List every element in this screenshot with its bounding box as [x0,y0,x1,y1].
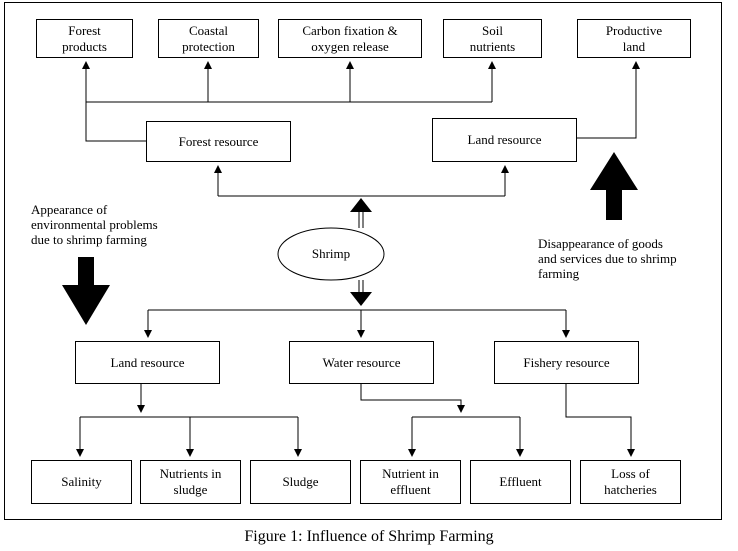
box-water-resource: Water resource [289,341,434,384]
box-carbon-fixation: Carbon fixation & oxygen release [278,19,422,58]
box-forest-products: Forest products [36,19,133,58]
big-up-arrow-icon [590,152,638,220]
shrimp-label: Shrimp [311,246,351,261]
box-nutrients-in-sludge: Nutrients in sludge [140,460,241,504]
note-disappearance-goods: Disappearance of goods and services due … [538,236,677,281]
box-forest-resource: Forest resource [146,121,291,162]
diagram-frame [4,2,722,520]
box-coastal-protection: Coastal protection [158,19,259,58]
figure-caption: Figure 1: Influence of Shrimp Farming [244,528,494,545]
box-loss-of-hatcheries: Loss of hatcheries [580,460,681,504]
note-environmental-problems: Appearance of environmental problems due… [31,202,158,247]
box-sludge: Sludge [250,460,351,504]
box-land-resource-top: Land resource [432,118,577,162]
shrimp-node [277,227,385,281]
box-fishery-resource: Fishery resource [494,341,639,384]
box-salinity: Salinity [31,460,132,504]
box-effluent: Effluent [470,460,571,504]
box-productive-land: Productive land [577,19,691,58]
box-land-resource-bottom: Land resource [75,341,220,384]
box-soil-nutrients: Soil nutrients [443,19,542,58]
big-down-arrow-icon [62,257,110,325]
box-nutrient-in-effluent: Nutrient in effluent [360,460,461,504]
